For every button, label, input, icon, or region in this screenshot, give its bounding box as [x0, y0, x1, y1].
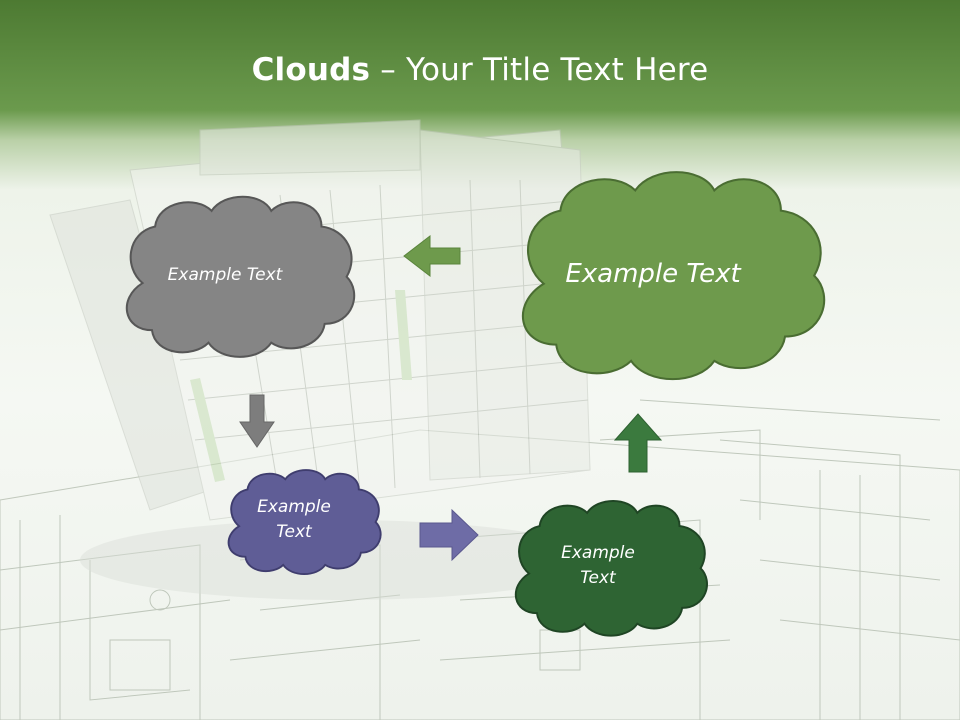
slide-title: Clouds – Your Title Text Here [0, 52, 960, 88]
title-bold: Clouds [251, 52, 371, 88]
arrow-down-icon [239, 394, 275, 448]
arrow-right-icon [419, 508, 479, 562]
arrow-left-icon [403, 234, 461, 278]
cloud-green-large-label: Example Text [565, 259, 741, 290]
title-rest: – Your Title Text Here [370, 52, 709, 88]
arrow-up-icon [613, 413, 663, 473]
cloud-gray-label: Example Text [167, 264, 283, 285]
